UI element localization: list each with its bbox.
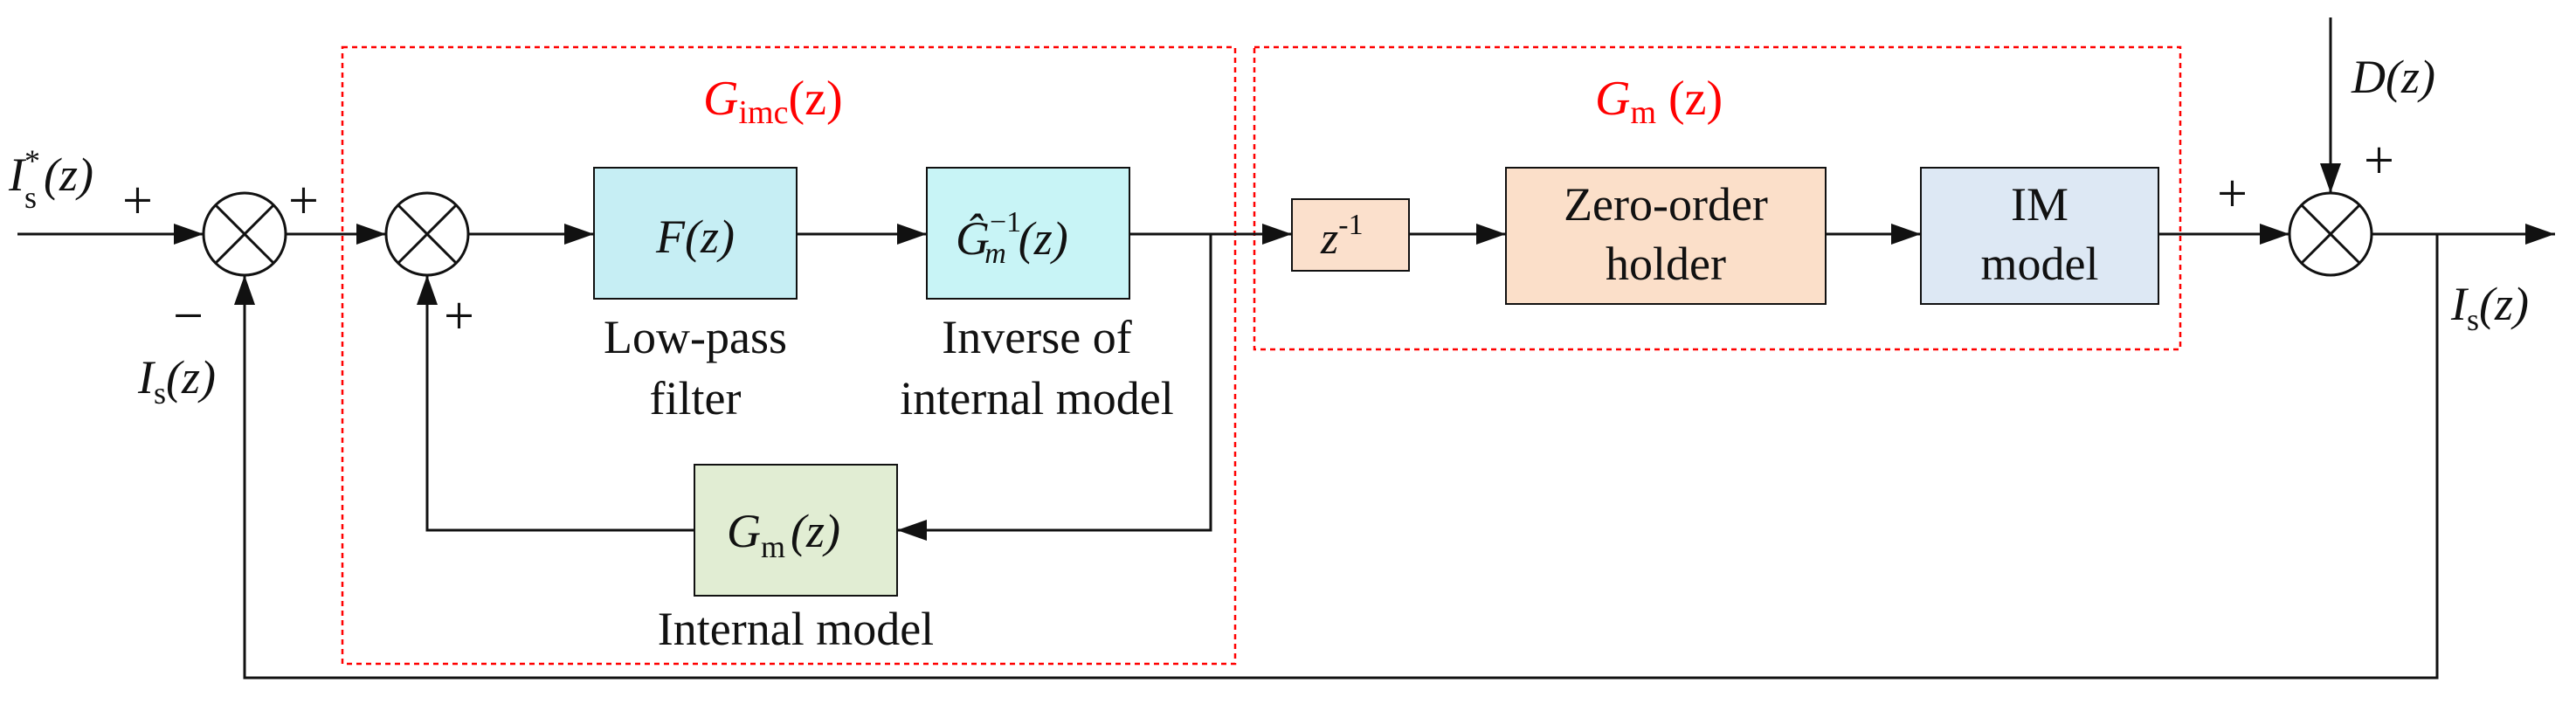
sum2-feedback-sign: + xyxy=(444,286,474,346)
lowpass-filter-math: F(z) xyxy=(655,211,735,263)
im-model-label-line2: model xyxy=(1981,238,2099,290)
inverse-caption-line2: internal model xyxy=(900,372,1173,424)
signal-lines xyxy=(17,17,2555,680)
internal-model-caption: Internal model xyxy=(658,603,934,655)
im-model-block xyxy=(1920,167,2159,305)
outer-feedback-line xyxy=(234,234,2439,680)
internal-model-math: Gm(z) xyxy=(727,505,840,564)
sum3-disturbance-sign: + xyxy=(2364,131,2394,190)
inverse-caption-line1: Inverse of xyxy=(942,311,1131,363)
lowpass-filter-block xyxy=(593,167,798,300)
sum3-input-sign: + xyxy=(2217,164,2248,224)
inverse-model-block xyxy=(926,167,1130,300)
lowpass-caption-line1: Low-pass xyxy=(604,311,787,363)
summing-junction-1 xyxy=(202,191,287,277)
plant-group-label: Gm (z) xyxy=(1595,72,1723,131)
zoh-label-line1: Zero-order xyxy=(1564,178,1768,231)
output-signal-label: Is(z) xyxy=(2450,278,2529,337)
summing-junction-2 xyxy=(384,191,470,277)
delay-math: z-1 xyxy=(1320,209,1364,264)
im-model-label-line1: IM xyxy=(2011,178,2068,231)
imc-controller-group xyxy=(341,45,1237,666)
sum1-input-sign: + xyxy=(122,171,153,231)
model-branch-line xyxy=(897,234,1212,541)
feedback-signal-label: Is(z) xyxy=(137,351,216,411)
zero-order-holder-block xyxy=(1505,167,1827,305)
lowpass-caption-line2: filter xyxy=(650,372,742,424)
disturbance-signal-label: D(z) xyxy=(2351,51,2435,103)
imc-group-label: Gimc(z) xyxy=(703,72,843,131)
summing-junction-3 xyxy=(2288,191,2373,277)
sum1-feedback-sign: − xyxy=(173,286,204,346)
zoh-label-line2: holder xyxy=(1606,238,1726,290)
reference-signal-label: I*s(z) xyxy=(8,143,93,215)
plant-group xyxy=(1253,45,2182,351)
model-feedback-line xyxy=(417,275,694,532)
sum2-input-sign: + xyxy=(288,171,319,231)
